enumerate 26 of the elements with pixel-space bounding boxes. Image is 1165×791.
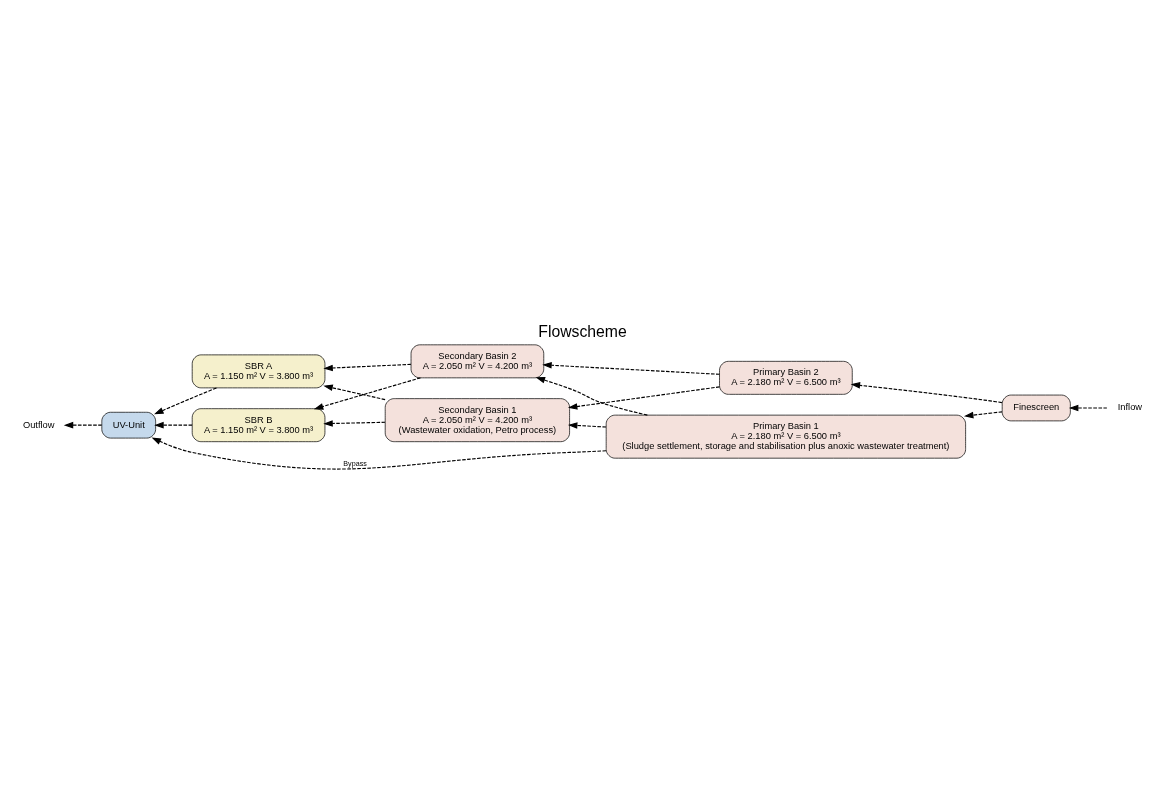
node-box: Primary Basin 2 A = 2.180 m² V = 6.500 m³ [719, 360, 853, 395]
node-box: UV-Unit [101, 411, 156, 439]
arrow [323, 384, 386, 401]
arrow [567, 422, 607, 429]
node-text: Inflow [1117, 402, 1143, 413]
arrow [535, 377, 648, 416]
arrow [963, 411, 1003, 419]
arrow [567, 386, 721, 410]
arrow [542, 361, 721, 375]
node-box: Primary Basin 1 A = 2.180 m² V = 6.500 m³ (Sludge settlement, storage and stabilisation plus anoxic wastewater treatment) [605, 414, 966, 459]
arrow [323, 420, 386, 427]
arrow [151, 437, 607, 470]
arrow [850, 382, 1003, 404]
arrow [1068, 404, 1108, 412]
diagram-title: Flowscheme [538, 323, 627, 341]
node-box: Secondary Basin 1 A = 2.050 m² V = 4.200 m³ (Wastewater oxidation, Petro process) [384, 398, 570, 443]
arrow [313, 377, 421, 410]
arrow [323, 363, 412, 372]
arrow [154, 387, 218, 415]
node-box: SBR B A = 1.150 m² V = 3.800 m³ [191, 408, 326, 443]
node-box: Secondary Basin 2 A = 2.050 m² V = 4.200 m³ [410, 344, 545, 379]
node-box: SBR A A = 1.150 m² V = 3.800 m³ [191, 354, 326, 389]
node-text: Outflow [22, 419, 55, 430]
node-box: Finescreen [1001, 394, 1071, 422]
arrow [63, 421, 103, 429]
arrow [154, 421, 193, 429]
